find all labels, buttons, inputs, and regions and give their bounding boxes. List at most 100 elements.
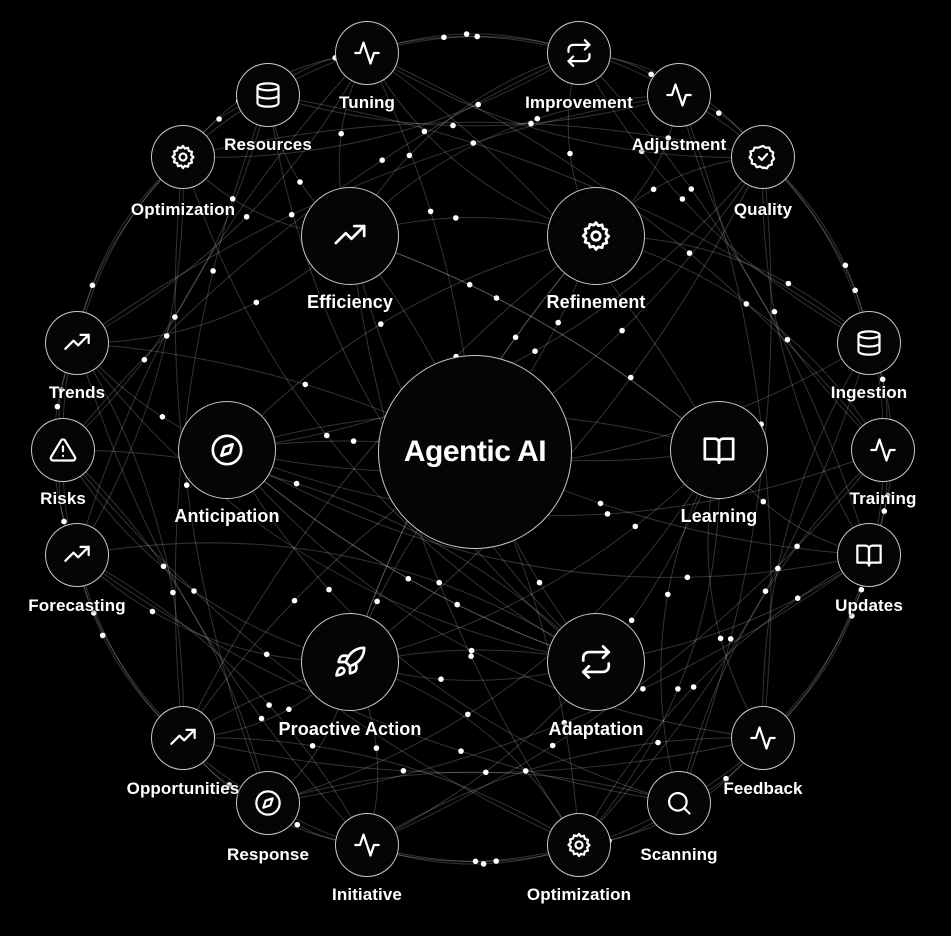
center-hub-label: Agentic AI [403, 435, 547, 468]
signal-dot [885, 492, 891, 499]
connection-line [62, 449, 597, 663]
outer-node-ingestion[interactable] [837, 311, 901, 375]
connection-line [226, 449, 680, 804]
outer-node-training[interactable] [851, 418, 915, 482]
signal-dot [561, 719, 568, 726]
connection-line [366, 52, 884, 451]
signal-dot [263, 651, 270, 658]
connection-line [182, 235, 597, 739]
trending-up-icon [333, 219, 367, 253]
database-icon [254, 81, 282, 109]
signal-dot [210, 268, 216, 274]
connection-line [349, 235, 580, 846]
connection-line [76, 156, 184, 556]
connection-line [267, 802, 580, 862]
signal-dot [421, 128, 428, 135]
signal-dot [266, 702, 272, 708]
outer-node-initiative[interactable] [335, 813, 399, 877]
connection-line [762, 342, 870, 739]
signal-dot [665, 591, 671, 598]
signal-dot [183, 482, 190, 488]
book-icon [855, 541, 883, 569]
outer-node-trends[interactable] [45, 311, 109, 375]
signal-dot [549, 742, 556, 749]
inner-node-adaptation[interactable] [547, 613, 645, 711]
outer-label-trends: Trends [48, 383, 106, 402]
signal-dot [253, 299, 260, 306]
inner-node-learning[interactable] [670, 401, 768, 499]
signal-dot [675, 686, 681, 692]
compass-icon [210, 433, 244, 467]
signal-dot [567, 150, 573, 157]
signal-dot [89, 282, 96, 289]
signal-dot [400, 768, 407, 774]
outer-label-risks: Risks [40, 489, 86, 508]
connection-line [174, 94, 269, 739]
outer-node-scanning[interactable] [647, 771, 711, 835]
outer-node-updates[interactable] [837, 523, 901, 587]
signal-dot [784, 336, 791, 343]
compass-icon [254, 789, 282, 817]
signal-dot [632, 523, 639, 530]
connection-line [578, 554, 870, 846]
activity-icon [353, 831, 381, 859]
connection-line [76, 342, 597, 663]
signal-dot [99, 632, 106, 639]
inner-label-efficiency: Efficiency [306, 292, 394, 312]
outer-node-feedback[interactable] [731, 706, 795, 770]
connection-line [182, 156, 597, 663]
signal-dot [163, 333, 170, 339]
signal-dot [688, 186, 695, 192]
connection-line [366, 802, 680, 862]
inner-label-adaptation: Adaptation [548, 719, 644, 739]
inner-node-efficiency[interactable] [301, 187, 399, 285]
outer-node-tuning[interactable] [335, 21, 399, 85]
outer-label-scanning: Scanning [640, 845, 718, 864]
outer-label-response: Response [226, 845, 310, 864]
signal-dot [293, 480, 300, 487]
rocket-icon [333, 645, 367, 679]
signal-dot [453, 215, 459, 221]
signal-dot [480, 861, 487, 867]
alert-triangle-icon [49, 436, 77, 464]
inner-node-refinement[interactable] [547, 187, 645, 285]
signal-dot [679, 196, 686, 202]
outer-node-opportunities[interactable] [151, 706, 215, 770]
signal-dot [852, 287, 858, 294]
signal-dot [628, 617, 635, 624]
outer-node-risks[interactable] [31, 418, 95, 482]
inner-label-anticipation: Anticipation [174, 506, 280, 526]
outer-node-response[interactable] [236, 771, 300, 835]
outer-node-adjustment[interactable] [647, 63, 711, 127]
signal-dot [468, 653, 474, 659]
signal-dot [474, 33, 481, 40]
connection-line [76, 542, 597, 663]
inner-node-anticipation[interactable] [178, 401, 276, 499]
connection-line [182, 737, 580, 846]
outer-label-opportunities: Opportunities [126, 779, 240, 798]
signal-dot [655, 739, 661, 746]
repeat-icon [579, 645, 613, 679]
signal-dot [650, 186, 657, 193]
inner-node-proactive-action[interactable] [301, 613, 399, 711]
outer-node-quality[interactable] [731, 125, 795, 189]
signal-dot [172, 314, 178, 320]
center-hub-node[interactable]: Agentic AI [378, 355, 572, 549]
outer-node-optimization-top[interactable] [151, 125, 215, 189]
signal-dot [785, 280, 792, 287]
connection-line [62, 449, 269, 804]
outer-node-optimization-bottom[interactable] [547, 813, 611, 877]
signal-dot [149, 608, 156, 615]
outer-node-improvement[interactable] [547, 21, 611, 85]
connection-line [182, 737, 764, 774]
signal-dot [472, 858, 479, 865]
outer-node-forecasting[interactable] [45, 523, 109, 587]
signal-dot [794, 595, 801, 601]
signal-dot [159, 414, 166, 420]
outer-node-resources[interactable] [236, 63, 300, 127]
signal-dot [536, 579, 543, 586]
connection-line [366, 52, 764, 158]
signal-dot [374, 598, 380, 605]
signal-dot [723, 775, 729, 782]
